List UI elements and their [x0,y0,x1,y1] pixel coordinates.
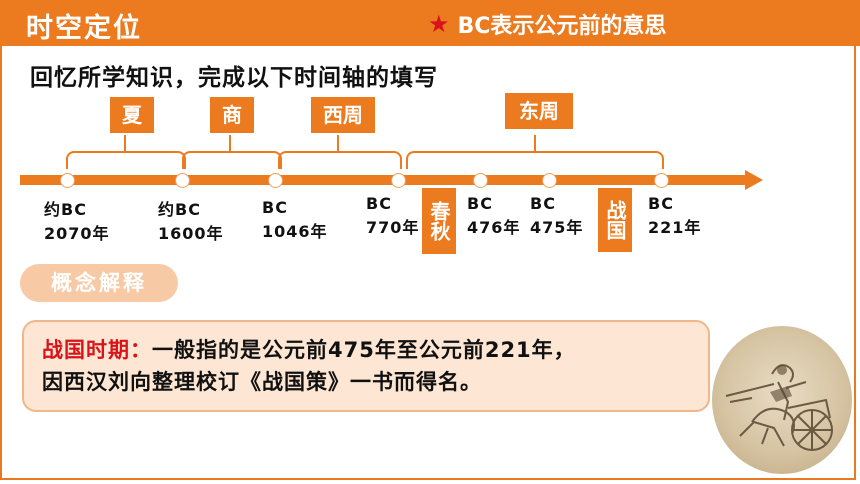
date-1046-prefix: BC [262,198,288,217]
timeline-arrow-icon [745,170,763,190]
dynasty-shang: 商 [210,97,254,133]
bracket-shang-tick [229,135,231,151]
bracket-xizhou [278,151,402,169]
date-2070-prefix: 约BC [44,200,87,219]
timeline-node-2070 [60,173,75,188]
dynasty-chunqiu: 春秋 [422,188,456,254]
bracket-dongzhou-tick [534,135,536,151]
date-1600-year: 1600年 [158,224,224,243]
timeline-node-770 [391,173,406,188]
dynasty-dongzhou: 东周 [505,93,573,129]
date-770: BC 770年 [366,192,419,240]
concept-pill: 概念解释 [20,264,178,302]
bracket-xia-tick [124,135,126,151]
date-1600-prefix: 约BC [158,200,201,219]
date-476-year: 476年 [467,218,521,237]
timeline-node-221 [654,173,669,188]
date-1046: BC 1046年 [262,196,328,244]
timeline-node-1600 [175,173,190,188]
bracket-shang [182,151,282,169]
concept-text-2: 因西汉刘向整理校订《战国策》一书而得名。 [42,370,482,394]
concept-text-1: 一般指的是公元前475年至公元前221年， [152,338,576,362]
timeline-node-475 [542,173,557,188]
instruction-text: 回忆所学知识，完成以下时间轴的填写 [30,65,438,91]
date-476-prefix: BC [467,194,493,213]
timeline-axis [20,175,750,185]
chariot-illustration [712,326,852,474]
date-2070: 约BC 2070年 [44,198,110,246]
date-770-prefix: BC [366,194,392,213]
date-2070-year: 2070年 [44,224,110,243]
chariot-icon [725,364,833,451]
bracket-dongzhou [406,151,664,169]
header-bar: 时空定位 ★ BC表示公元前的意思 [0,0,860,46]
timeline-node-476 [473,173,488,188]
bc-note: ★ BC表示公元前的意思 [428,8,666,40]
date-770-year: 770年 [366,218,420,237]
date-475: BC 475年 [530,192,583,240]
date-221: BC 221年 [648,192,701,240]
concept-term: 战国时期： [42,338,152,362]
concept-line-1: 战国时期：一般指的是公元前475年至公元前221年， [42,334,690,366]
date-1046-year: 1046年 [262,222,328,241]
slide-title: 时空定位 [26,13,142,44]
timeline-node-1046 [268,173,283,188]
date-1600: 约BC 1600年 [158,198,224,246]
bracket-xizhou-tick [337,135,339,151]
bracket-xia [66,151,186,169]
bc-note-text: BC表示公元前的意思 [457,14,667,39]
dynasty-xizhou: 西周 [311,97,375,133]
dynasty-xia: 夏 [110,97,154,133]
concept-card: 战国时期：一般指的是公元前475年至公元前221年， 因西汉刘向整理校订《战国策… [22,320,710,412]
star-icon: ★ [428,10,450,38]
date-475-year: 475年 [530,218,584,237]
date-476: BC 476年 [467,192,520,240]
date-221-year: 221年 [648,218,702,237]
date-475-prefix: BC [530,194,556,213]
date-221-prefix: BC [648,194,674,213]
dynasty-zhanguo: 战国 [598,188,632,252]
